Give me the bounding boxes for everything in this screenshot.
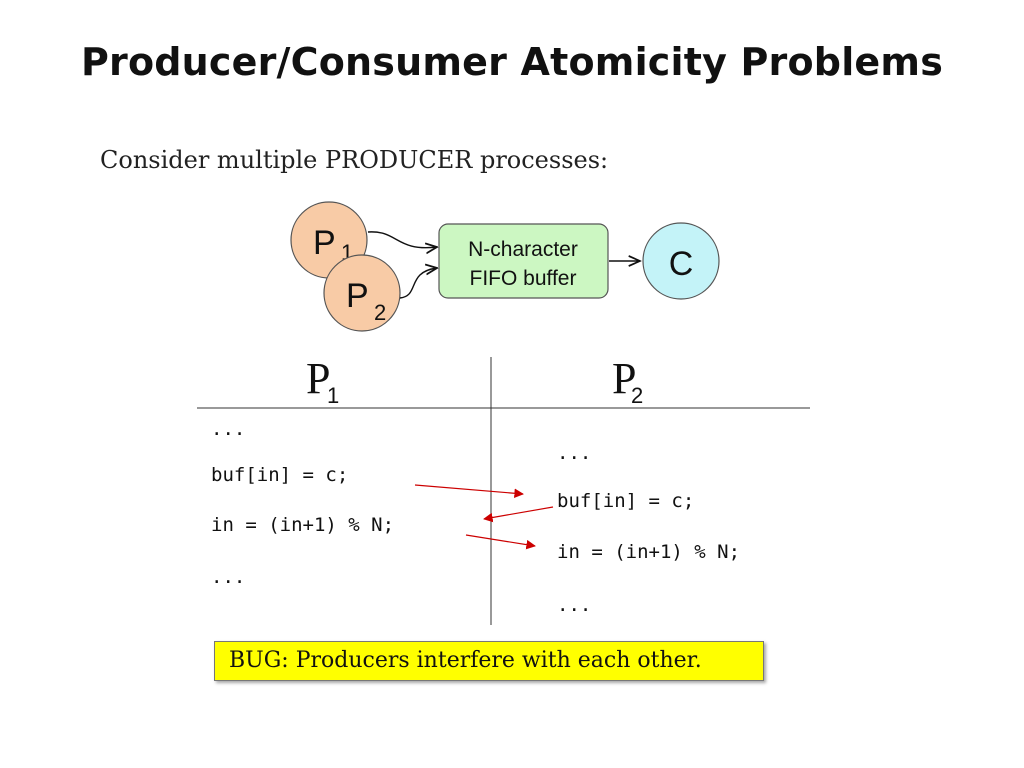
svg-text:P: P: [346, 277, 369, 315]
p1-code-line: ...: [211, 566, 246, 588]
consumer-node: C: [642, 222, 720, 300]
bug-callout: BUG: Producers interfere with each other…: [214, 641, 764, 681]
p2-code-line: ...: [557, 442, 592, 464]
p2-code-line: in = (in+1) % N;: [557, 541, 741, 563]
p1-code-line: ...: [211, 418, 246, 440]
p1-code-line: in = (in+1) % N;: [211, 514, 395, 536]
p2-to-buffer-arrow: [399, 268, 437, 299]
column-header-p2: P 2: [612, 354, 643, 408]
interleave-arrow-1: [414, 484, 524, 499]
svg-text:N-character: N-character: [468, 238, 578, 261]
p1-to-buffer-arrow: [367, 231, 437, 248]
p1-code-line: buf[in] = c;: [211, 464, 349, 486]
interleave-arrow-3: [465, 534, 536, 550]
svg-text:P: P: [306, 354, 330, 403]
svg-text:1: 1: [327, 383, 339, 408]
svg-text:P: P: [612, 354, 636, 403]
svg-text:2: 2: [374, 300, 386, 325]
svg-text:FIFO buffer: FIFO buffer: [470, 267, 577, 290]
fifo-buffer-node: N-character FIFO buffer: [438, 223, 609, 299]
slide-title: Producer/Consumer Atomicity Problems: [80, 40, 944, 84]
svg-text:2: 2: [631, 383, 643, 408]
slide-subtitle: Consider multiple PRODUCER processes:: [100, 146, 609, 174]
producer-2-node: P 2: [323, 254, 401, 332]
interleave-arrow-2: [483, 506, 554, 523]
svg-text:C: C: [669, 245, 694, 283]
p2-code-line: ...: [557, 594, 592, 616]
svg-text:P: P: [313, 224, 336, 262]
p2-code-line: buf[in] = c;: [557, 490, 695, 512]
column-header-p1: P 1: [306, 354, 339, 408]
